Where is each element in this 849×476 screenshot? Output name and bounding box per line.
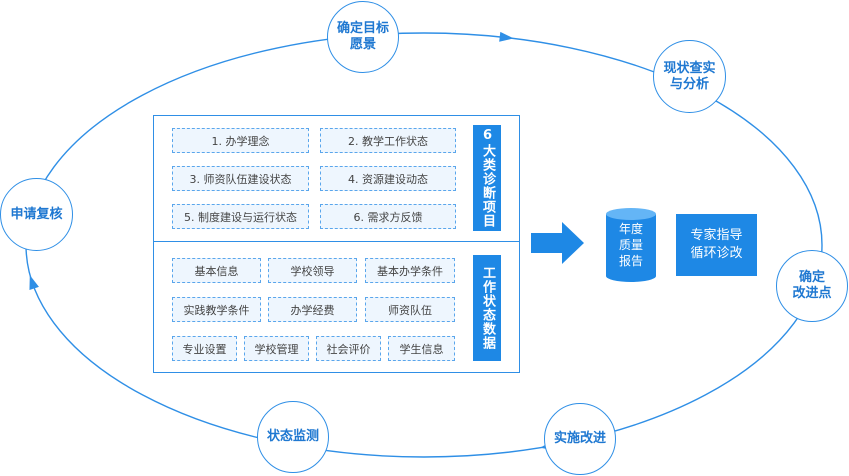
node-improve-points: 确定 改进点 <box>776 250 848 322</box>
work-data-item: 师资队伍 <box>365 297 455 322</box>
node-implement: 实施改进 <box>544 403 616 475</box>
work-data-item: 社会评价 <box>316 336 381 361</box>
work-data-item: 办学经费 <box>268 297 357 322</box>
node-monitor: 状态监测 <box>257 401 329 473</box>
node-analysis: 现状查实 与分析 <box>653 40 726 113</box>
diagnosis-item: 1. 办学理念 <box>172 128 309 153</box>
work-data-item: 基本办学条件 <box>365 258 455 283</box>
panel-divider <box>153 241 520 242</box>
work-data-item: 学生信息 <box>388 336 455 361</box>
flow-arrow <box>531 222 584 264</box>
diagnosis-item: 3. 师资队伍建设状态 <box>172 166 309 191</box>
diagnosis-item: 6. 需求方反馈 <box>320 204 456 229</box>
work-data-title: 工作状态数据 <box>473 255 501 361</box>
work-data-item: 专业设置 <box>172 336 237 361</box>
report-cylinder <box>606 208 656 282</box>
diagnosis-panel <box>153 115 520 373</box>
work-data-item: 学校管理 <box>244 336 309 361</box>
diagnosis-title: 6大类诊断项目 <box>473 125 501 231</box>
cycle-arrow <box>499 31 514 42</box>
work-data-item: 实践教学条件 <box>172 297 261 322</box>
diagnosis-item: 4. 资源建设动态 <box>320 166 456 191</box>
diagnosis-item: 5. 制度建设与运行状态 <box>172 204 309 229</box>
cycle-arrow <box>29 275 39 291</box>
report-label: 年度 质量 报告 <box>618 222 643 268</box>
node-review: 申请复核 <box>0 178 73 251</box>
work-data-item: 学校领导 <box>268 258 357 283</box>
expert-box: 专家指导 循环诊改 <box>676 214 757 276</box>
work-data-item: 基本信息 <box>172 258 261 283</box>
node-goal: 确定目标 愿景 <box>327 1 399 73</box>
diagnosis-item: 2. 教学工作状态 <box>320 128 456 153</box>
